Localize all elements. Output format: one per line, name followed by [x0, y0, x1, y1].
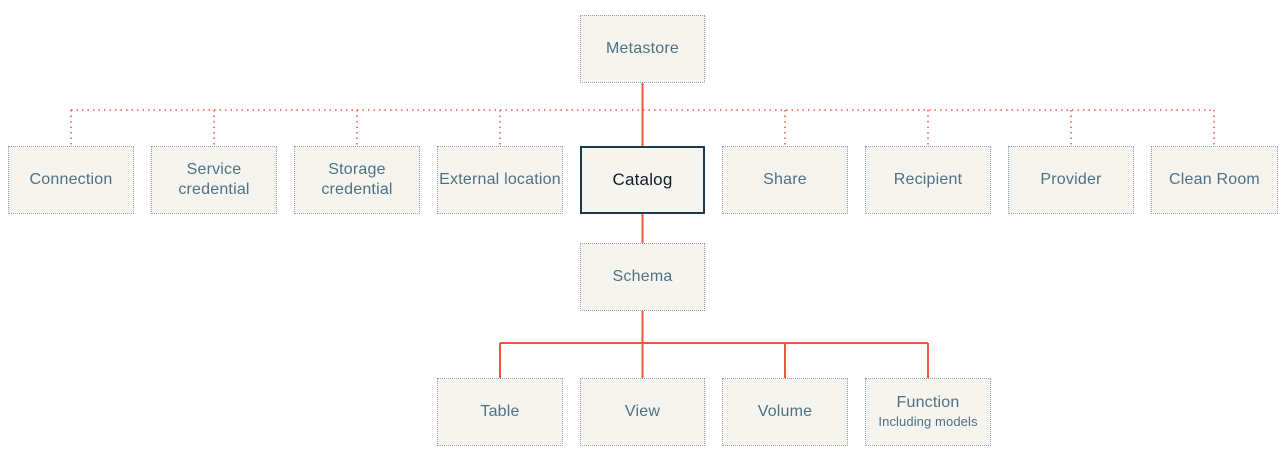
node-label: External location: [439, 171, 561, 188]
node-function: Function Including models: [865, 378, 991, 446]
node-label: Connection: [29, 171, 113, 188]
node-storage-credential: Storage credential: [294, 146, 420, 214]
node-label: Catalog: [612, 170, 673, 190]
node-label: Volume: [757, 403, 813, 420]
node-external-location: External location: [437, 146, 563, 214]
node-view: View: [580, 378, 705, 446]
node-service-credential: Service credential: [151, 146, 277, 214]
node-metastore: Metastore: [580, 15, 705, 83]
node-recipient: Recipient: [865, 146, 991, 214]
node-label: Table: [480, 403, 520, 420]
node-label: Schema: [612, 268, 673, 285]
node-share: Share: [722, 146, 848, 214]
node-label: Function: [896, 394, 960, 412]
node-provider: Provider: [1008, 146, 1134, 214]
node-label: Recipient: [893, 171, 963, 188]
node-catalog: Catalog: [580, 146, 705, 214]
node-label: Clean Room: [1169, 171, 1260, 188]
node-label: Share: [763, 171, 807, 188]
node-volume: Volume: [722, 378, 848, 446]
node-label: Service credential: [178, 161, 250, 198]
node-connection: Connection: [8, 146, 134, 214]
node-table: Table: [437, 378, 563, 446]
node-label: Metastore: [606, 40, 679, 57]
node-label: Provider: [1040, 171, 1102, 188]
node-clean-room: Clean Room: [1151, 146, 1278, 214]
node-sublabel: Including models: [878, 414, 978, 430]
node-label: Storage credential: [321, 161, 393, 198]
node-label: View: [624, 403, 661, 420]
node-schema: Schema: [580, 243, 705, 311]
